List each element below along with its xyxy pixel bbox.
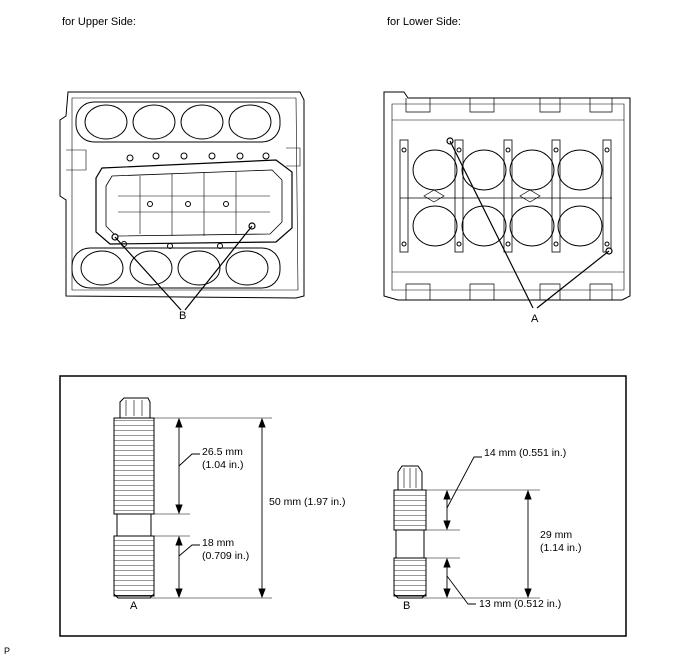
caption-lower-side: for Lower Side: bbox=[387, 16, 461, 28]
bolt-b-drawing bbox=[393, 465, 427, 599]
bolt-b-total-dim-mm: 29 mm bbox=[540, 529, 573, 541]
bolt-b-lower-dim: 13 mm (0.512 in.) bbox=[479, 598, 562, 610]
bolt-a-lower-dim-mm: 18 mm bbox=[202, 537, 235, 549]
bolt-a-upper-dim-mm: 26.5 mm bbox=[202, 446, 243, 458]
lower-engine-block bbox=[383, 91, 631, 301]
bolt-a-label: A bbox=[130, 600, 138, 612]
figure-code: P bbox=[4, 646, 11, 656]
bolt-a-drawing bbox=[113, 397, 155, 599]
caption-upper-side: for Upper Side: bbox=[62, 16, 136, 28]
bolt-detail-box bbox=[59, 375, 627, 637]
bolt-b-upper-dim: 14 mm (0.551 in.) bbox=[484, 447, 567, 459]
bolt-a-lower-dim-in: (0.709 in.) bbox=[202, 550, 250, 562]
callout-label-lower: A bbox=[531, 313, 539, 325]
bolt-a-upper-dim-in: (1.04 in.) bbox=[202, 459, 244, 471]
bolt-a-total-dim: 50 mm (1.97 in.) bbox=[269, 496, 346, 508]
bolt-b-label: B bbox=[403, 600, 411, 612]
callout-label-upper: B bbox=[179, 310, 187, 322]
upper-engine-block bbox=[59, 91, 305, 299]
bolt-b-total-dim-in: (1.14 in.) bbox=[540, 542, 582, 554]
